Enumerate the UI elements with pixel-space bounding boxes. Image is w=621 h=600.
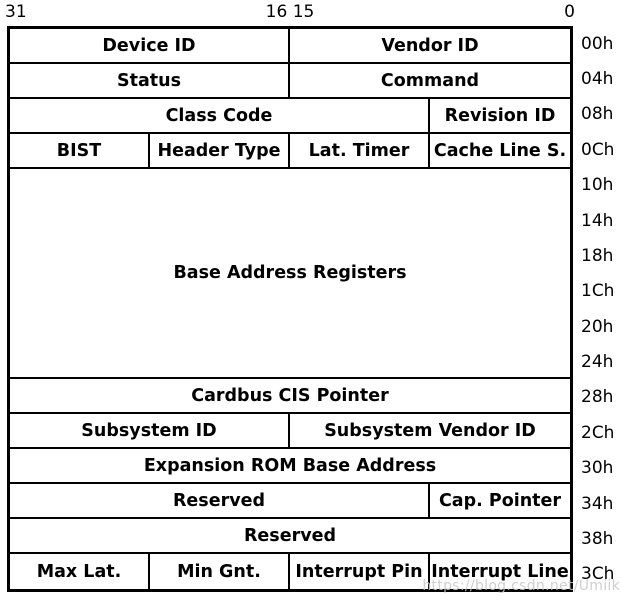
offset-label-14h: 14h [581, 210, 614, 231]
bit-label-16-15: 16 15 [265, 2, 315, 22]
offset-label-1ch: 1Ch [581, 281, 615, 302]
offset-label-3ch: 3Ch [581, 564, 615, 585]
offset-label-20h: 20h [581, 316, 614, 337]
register-cell-subsystem-id: Subsystem ID [10, 414, 290, 449]
register-cell-vendor-id: Vendor ID [290, 29, 570, 64]
register-cell-cardbus-cis-pointer: Cardbus CIS Pointer [10, 379, 570, 414]
register-cell-cache-line-s: Cache Line S. [430, 134, 570, 169]
offset-label-18h: 18h [581, 245, 614, 266]
register-cell-expansion-rom-base-address: Expansion ROM Base Address [10, 449, 570, 484]
register-cell-interrupt-pin: Interrupt Pin [290, 554, 430, 589]
register-cell-class-code: Class Code [10, 99, 430, 134]
register-cell-max-lat: Max Lat. [10, 554, 150, 589]
register-cell-min-gnt: Min Gnt. [150, 554, 290, 589]
offset-label-24h: 24h [581, 352, 614, 373]
offset-label-10h: 10h [581, 175, 614, 196]
register-cell-base-address-registers: Base Address Registers [10, 169, 570, 379]
register-cell-reserved: Reserved [10, 519, 570, 554]
register-cell-bist: BIST [10, 134, 150, 169]
register-cell-device-id: Device ID [10, 29, 290, 64]
offset-label-04h: 04h [581, 69, 614, 90]
register-cell-revision-id: Revision ID [430, 99, 570, 134]
offset-label-30h: 30h [581, 458, 614, 479]
offset-label-0ch: 0Ch [581, 139, 615, 160]
register-cell-header-type: Header Type [150, 134, 290, 169]
offset-label-28h: 28h [581, 387, 614, 408]
offset-label-34h: 34h [581, 493, 614, 514]
register-cell-subsystem-vendor-id: Subsystem Vendor ID [290, 414, 570, 449]
offset-label-2ch: 2Ch [581, 422, 615, 443]
bit-label-31: 31 [5, 2, 27, 22]
bit-label-0: 0 [564, 2, 575, 22]
register-cell-status: Status [10, 64, 290, 99]
register-cell-interrupt-line: Interrupt Line [430, 554, 570, 589]
register-cell-reserved: Reserved [10, 484, 430, 519]
offset-label-08h: 08h [581, 104, 614, 125]
register-cell-command: Command [290, 64, 570, 99]
offset-label-38h: 38h [581, 528, 614, 549]
register-cell-lat-timer: Lat. Timer [290, 134, 430, 169]
offset-label-00h: 00h [581, 33, 614, 54]
register-cell-cap-pointer: Cap. Pointer [430, 484, 570, 519]
